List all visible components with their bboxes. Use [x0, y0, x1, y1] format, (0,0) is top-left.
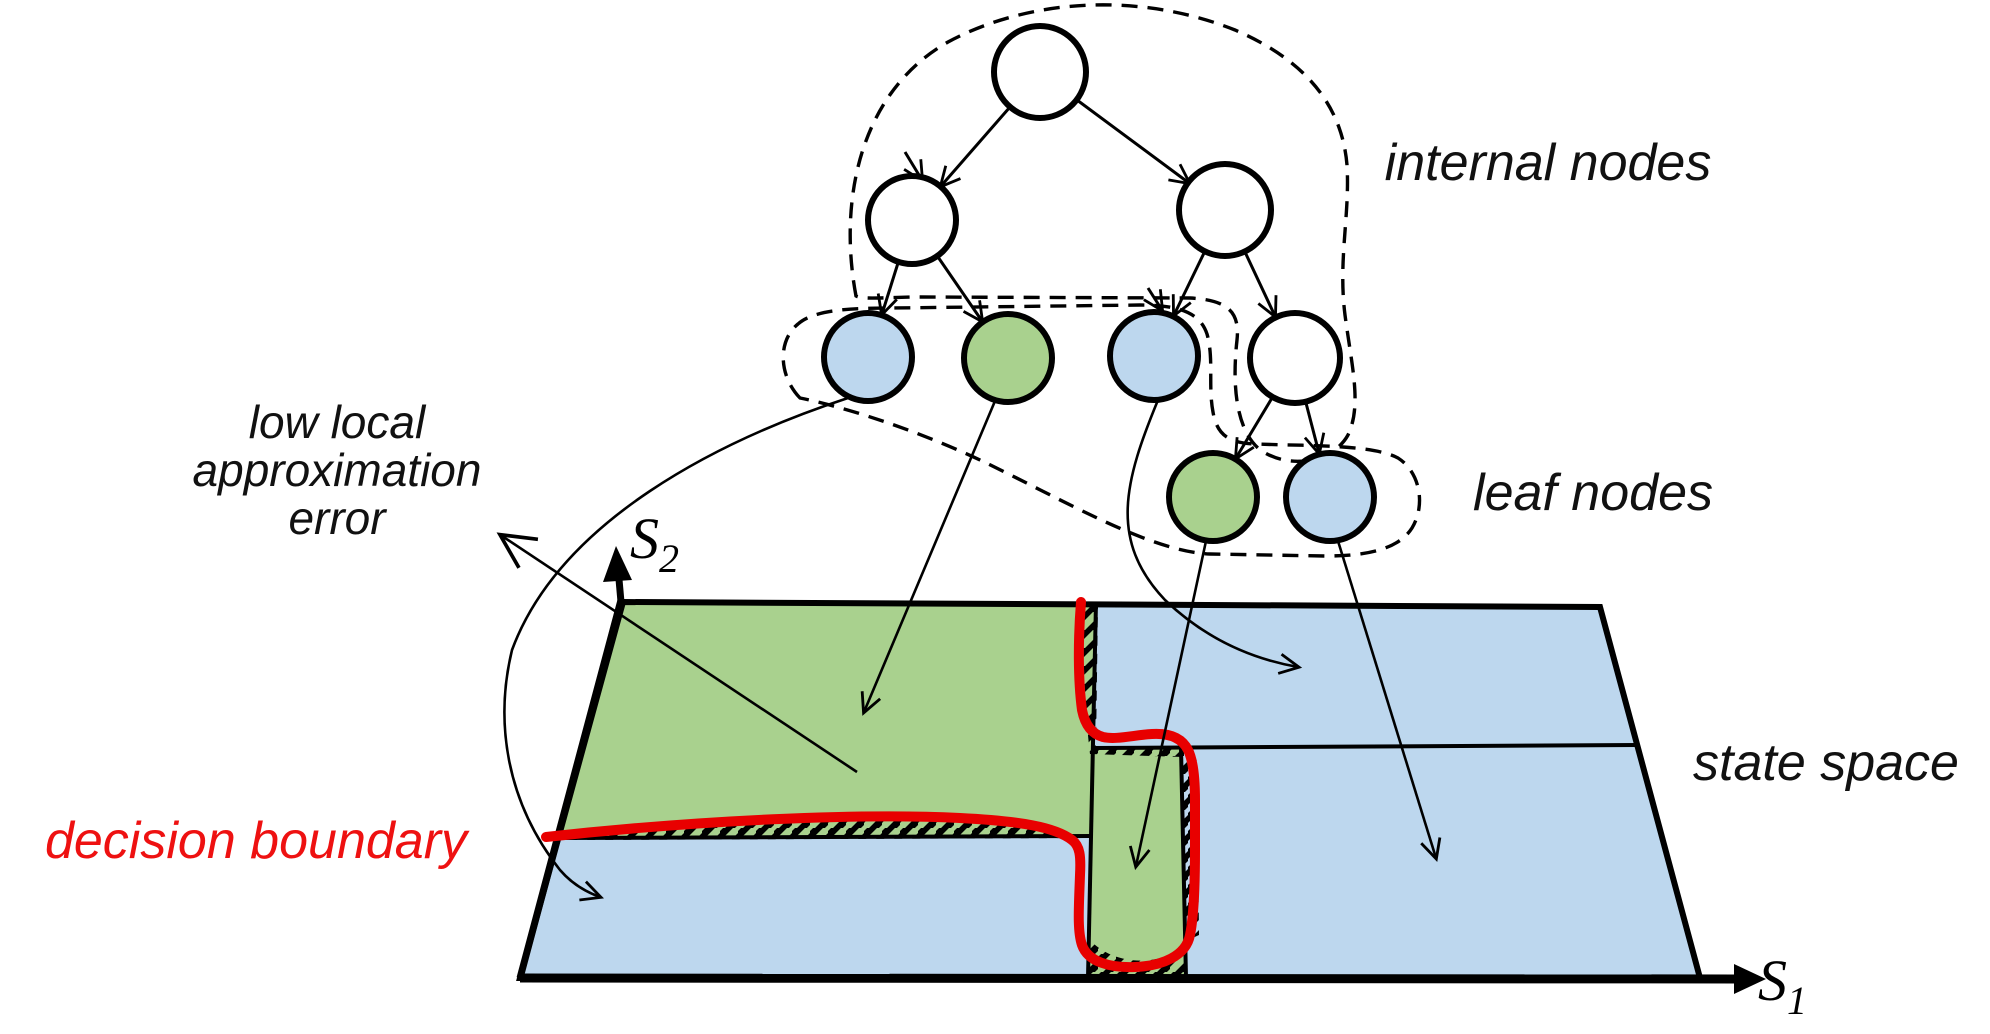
internal-nodes-label: internal nodes — [1385, 134, 1712, 192]
axes — [516, 546, 1766, 994]
s1-axis-line — [519, 973, 1737, 984]
region-top-right-blue — [1094, 602, 1637, 748]
edge-extra-chevron-right — [1143, 287, 1165, 314]
svg-text:approximation: approximation — [193, 444, 482, 496]
edge-internal-lower-to-leaf-4 — [1233, 397, 1274, 462]
region-top-left-green — [558, 602, 1096, 839]
tree-edges — [876, 98, 1326, 462]
arrow-to-low-local-error-label — [496, 532, 858, 774]
edge-internal-lower-to-leaf-5 — [1303, 402, 1326, 458]
edge-root-to-internal-left — [938, 106, 1012, 190]
s2-axis-line — [516, 599, 625, 979]
leaf-node-5-blue — [1283, 450, 1377, 544]
s2-axis-label: S2 — [630, 506, 679, 581]
arrow-leaf4-to-middle-strip-region — [1128, 540, 1208, 871]
svg-text:low local: low local — [249, 396, 427, 448]
arrow-leaf3-to-top-right-region — [1126, 399, 1303, 675]
state-space-label: state space — [1693, 734, 1959, 792]
region-bottom-right-blue — [1181, 746, 1700, 978]
root-node — [991, 23, 1089, 121]
svg-text:error: error — [288, 492, 387, 544]
edge-root-to-internal-right — [1076, 98, 1193, 186]
arrow-leaf5-to-bottom-right-region — [1336, 540, 1442, 863]
edge-internal-left-to-leaf-1 — [876, 262, 900, 319]
arrow-leaf1-to-bottom-left-region — [503, 396, 849, 902]
state-space — [516, 598, 1704, 981]
leaf-node-3-blue — [1107, 309, 1201, 403]
edge-internal-right-to-leaf-3 — [1171, 250, 1207, 319]
edge-internal-left-to-leaf-2 — [936, 256, 985, 325]
internal-node-right — [1176, 161, 1274, 259]
internal-node-lower — [1247, 310, 1343, 406]
internal-node-left — [865, 173, 959, 267]
s2-axis-arrowhead — [603, 546, 632, 582]
tree-nodes — [821, 23, 1377, 544]
split-line-left-horizontal — [557, 834, 1093, 840]
arrow-leaf2-to-top-left-region — [860, 400, 997, 716]
leaf-nodes-label: leaf nodes — [1473, 464, 1713, 522]
low-local-error-label: low local approximation error — [193, 396, 482, 544]
s1-axis-arrowhead — [1734, 964, 1766, 994]
decision-boundary-curve — [541, 597, 1200, 973]
leaf-region-arrows — [496, 396, 1442, 902]
leaf-node-4-green — [1166, 450, 1260, 544]
edge-internal-right-to-internal-lower — [1243, 251, 1278, 320]
split-line-root-vertical — [1086, 601, 1098, 979]
s1-axis-label: S1 — [1758, 948, 1807, 1023]
decision-boundary-label: decision boundary — [45, 812, 470, 870]
leaf-node-2-green — [961, 311, 1055, 405]
region-bottom-left-blue — [520, 837, 1092, 978]
internal-nodes-blob-outline — [848, 3, 1357, 463]
leaf-node-1-blue — [821, 310, 915, 404]
